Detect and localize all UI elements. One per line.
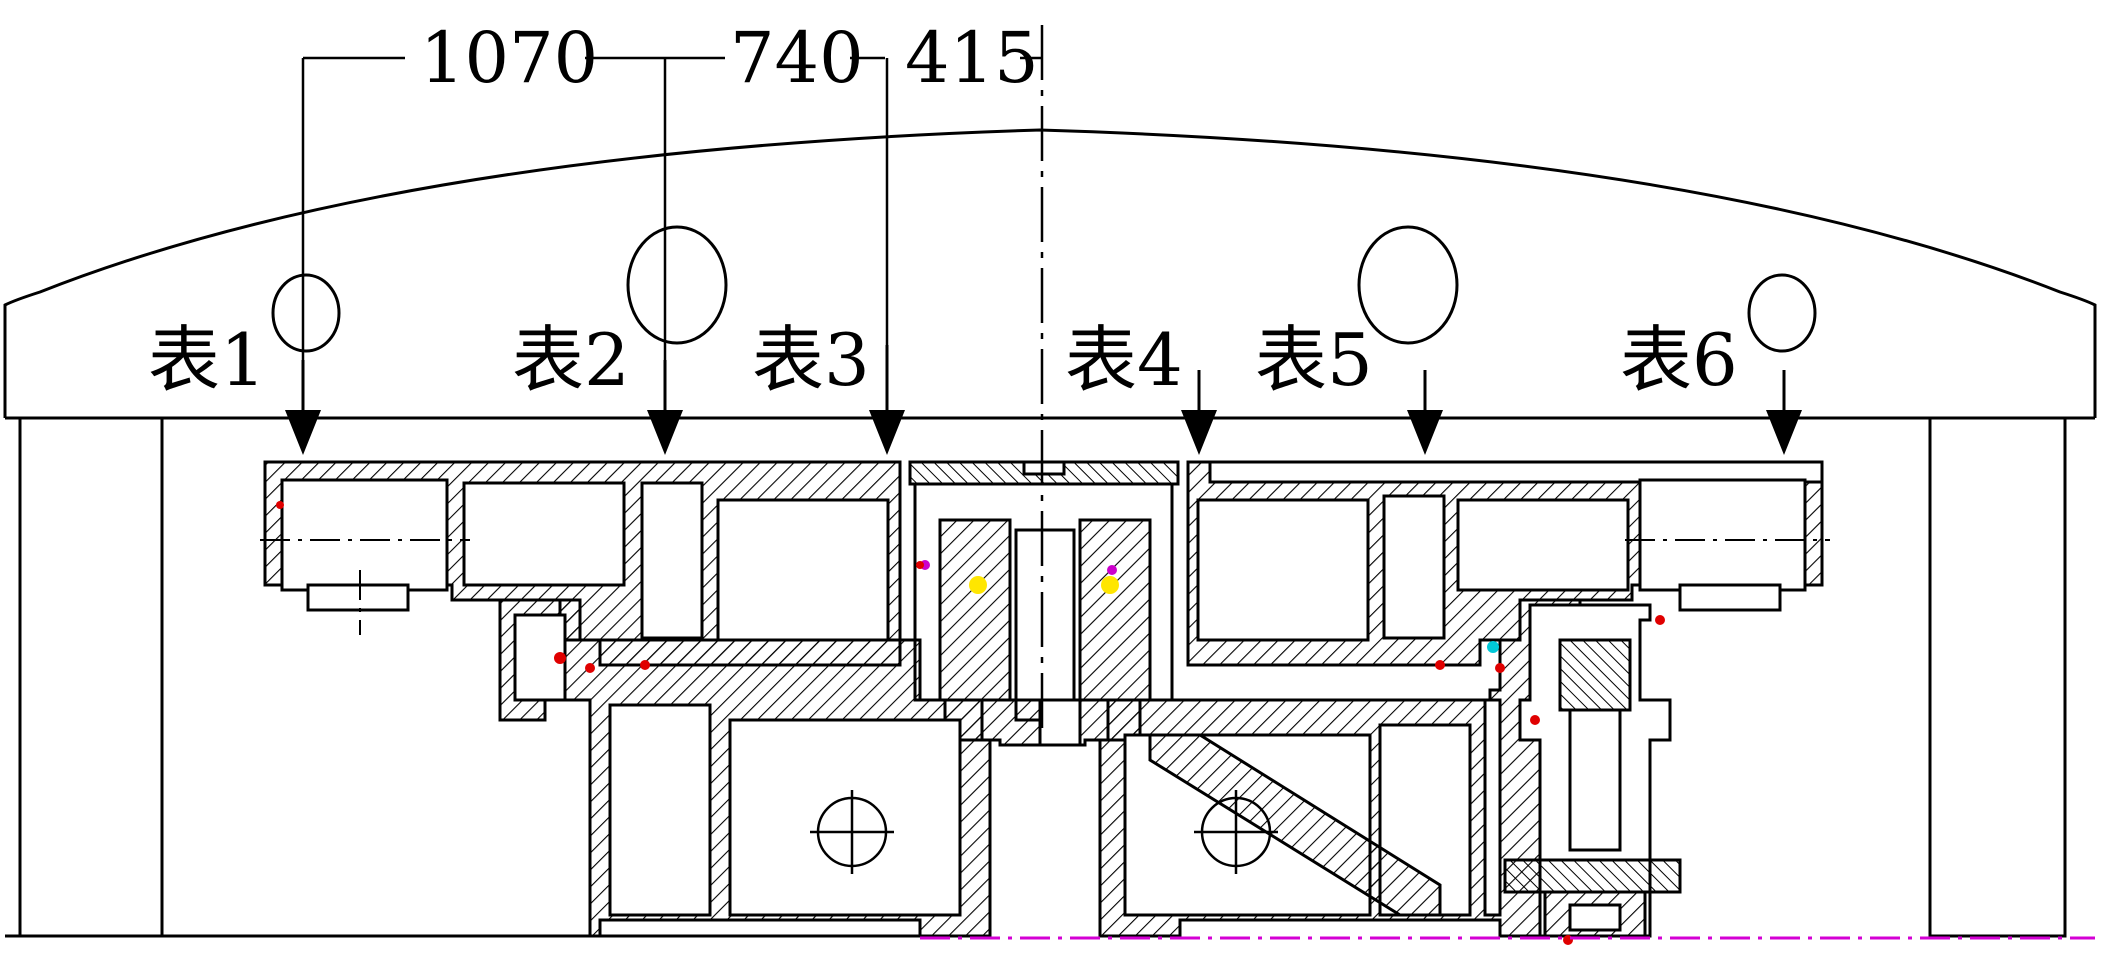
seal-markers [276, 501, 1665, 945]
dimension-1070: 1070 [420, 17, 598, 99]
drive-unit [1503, 603, 1682, 938]
gauge-label-5: 表5 [1255, 318, 1373, 402]
beam-holes [271, 225, 1817, 353]
gauge-label-1: 表1 [148, 318, 266, 402]
plate-axes [260, 539, 1830, 635]
gauge-arrows [285, 345, 1802, 455]
central-hub [908, 460, 1180, 747]
dimension-740: 740 [730, 17, 864, 99]
dimension-415: 415 [905, 17, 1039, 99]
base-holes [810, 790, 1278, 874]
rotary-table [263, 460, 1824, 667]
cyan-marker [1487, 641, 1499, 653]
ground-lines [5, 934, 2095, 940]
gauge-label-4: 表4 [1065, 318, 1183, 402]
gauge-label-6: 表6 [1620, 318, 1738, 402]
upper-beam [3, 128, 2097, 420]
gauge-label-2: 表2 [512, 318, 630, 402]
dimension-lines [301, 56, 1042, 450]
gauge-label-3: 表3 [752, 318, 870, 402]
